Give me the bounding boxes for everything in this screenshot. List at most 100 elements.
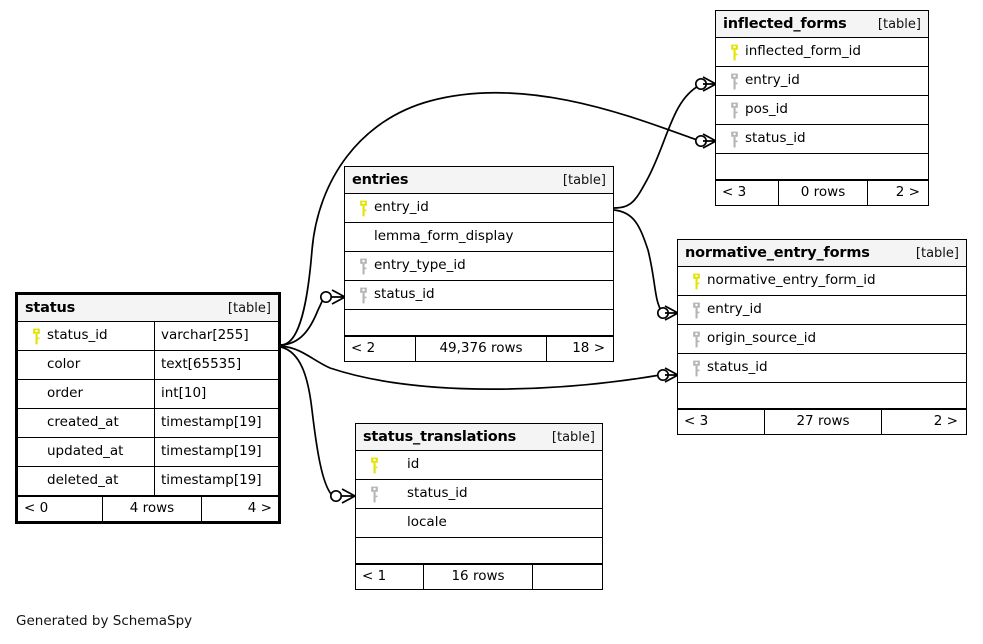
table-entries[interactable]: entries [table] entry_id lemma_form_disp… bbox=[344, 166, 614, 362]
table-header-status: status [table] bbox=[18, 295, 278, 322]
table-footer-status: < 0 4 rows 4 > bbox=[18, 496, 278, 521]
table-header-inflected-forms: inflected_forms [table] bbox=[716, 11, 928, 38]
table-row[interactable]: lemma_form_display bbox=[345, 223, 613, 252]
table-kind-label: [table] bbox=[877, 16, 921, 32]
table-row[interactable]: status_id bbox=[345, 281, 613, 310]
table-header-entries: entries [table] bbox=[345, 167, 613, 194]
column-type: timestamp[19] bbox=[154, 467, 278, 495]
column-name: color bbox=[47, 358, 81, 372]
table-footer-entries: < 2 49,376 rows 18 > bbox=[345, 336, 613, 361]
column-name: entry_type_id bbox=[374, 257, 466, 274]
edge-endpoint-circle bbox=[656, 368, 670, 382]
column-type: timestamp[19] bbox=[154, 409, 278, 437]
table-row[interactable]: deleted_at timestamp[19] bbox=[18, 467, 278, 496]
table-more-columns-row: ... bbox=[356, 538, 602, 564]
foreign-key-icon bbox=[723, 73, 745, 90]
table-row[interactable]: entry_id bbox=[678, 296, 966, 325]
foreign-key-icon bbox=[723, 131, 745, 148]
column-name: id bbox=[407, 456, 420, 473]
edge-status-to-status-translations bbox=[280, 346, 332, 495]
table-row[interactable]: status_id varchar[255] bbox=[18, 322, 278, 351]
column-name: origin_source_id bbox=[707, 330, 817, 347]
table-header-status-translations: status_translations [table] bbox=[356, 424, 602, 451]
table-title: normative_entry_forms bbox=[685, 244, 870, 261]
table-header-normative-entry-forms: normative_entry_forms [table] bbox=[678, 240, 966, 267]
table-row[interactable]: inflected_form_id bbox=[716, 38, 928, 67]
table-row[interactable]: entry_id bbox=[716, 67, 928, 96]
table-footer-normative-entry-forms: < 3 27 rows 2 > bbox=[678, 409, 966, 434]
footer-parent-count[interactable]: < 0 bbox=[24, 500, 49, 517]
table-title: entries bbox=[352, 171, 409, 188]
edge-endpoint-circle bbox=[694, 77, 708, 91]
column-name: pos_id bbox=[745, 101, 788, 118]
table-row[interactable]: order int[10] bbox=[18, 380, 278, 409]
table-row[interactable]: status_id bbox=[356, 480, 602, 509]
table-status[interactable]: status [table] status_id varchar[255] co… bbox=[15, 292, 281, 524]
table-row[interactable]: entry_id bbox=[345, 194, 613, 223]
foreign-key-icon bbox=[685, 331, 707, 348]
table-row[interactable]: status_id bbox=[678, 354, 966, 383]
table-row[interactable]: status_id bbox=[716, 125, 928, 154]
column-name: entry_id bbox=[745, 72, 800, 89]
edge-endpoint-circle bbox=[694, 134, 708, 148]
footer-parent-count[interactable]: < 3 bbox=[684, 413, 709, 430]
table-inflected-forms[interactable]: inflected_forms [table] inflected_form_i… bbox=[715, 10, 929, 206]
table-row[interactable]: pos_id bbox=[716, 96, 928, 125]
footer-child-count[interactable] bbox=[533, 565, 600, 589]
ellipsis-label: ... bbox=[351, 318, 368, 327]
primary-key-icon bbox=[723, 44, 745, 61]
table-normative-entry-forms[interactable]: normative_entry_forms [table] normative_… bbox=[677, 239, 967, 435]
column-name: locale bbox=[407, 516, 447, 530]
table-row[interactable]: id bbox=[356, 451, 602, 480]
table-row[interactable]: entry_type_id bbox=[345, 252, 613, 281]
footer-parent-count[interactable]: < 1 bbox=[362, 568, 387, 585]
column-name: order bbox=[47, 387, 83, 401]
column-name: normative_entry_form_id bbox=[707, 272, 876, 289]
column-name: status_id bbox=[407, 485, 468, 502]
table-row[interactable]: created_at timestamp[19] bbox=[18, 409, 278, 438]
table-row[interactable]: origin_source_id bbox=[678, 325, 966, 354]
footer-parent-count[interactable]: < 2 bbox=[351, 340, 376, 357]
column-name: status_id bbox=[707, 359, 768, 376]
column-name: status_id bbox=[374, 286, 435, 303]
footer-child-count[interactable]: 18 > bbox=[572, 340, 605, 357]
table-more-columns-row: ... bbox=[716, 154, 928, 180]
column-name: entry_id bbox=[707, 301, 762, 318]
edge-status-to-entries bbox=[280, 297, 326, 346]
footer-child-count[interactable]: 2 > bbox=[895, 184, 920, 201]
footer-child-count[interactable]: 4 > bbox=[247, 500, 272, 517]
primary-key-icon bbox=[363, 457, 385, 474]
foreign-key-icon bbox=[685, 302, 707, 319]
table-row[interactable]: normative_entry_form_id bbox=[678, 267, 966, 296]
column-name: status_id bbox=[745, 130, 806, 147]
table-more-columns-row: ... bbox=[345, 310, 613, 336]
table-status-translations[interactable]: status_translations [table] id status_id… bbox=[355, 423, 603, 590]
column-name: entry_id bbox=[374, 199, 429, 216]
footer-child-count[interactable]: 2 > bbox=[933, 413, 958, 430]
footer-parent-count[interactable]: < 3 bbox=[722, 184, 747, 201]
table-row[interactable]: color text[65535] bbox=[18, 351, 278, 380]
foreign-key-icon bbox=[363, 486, 385, 503]
column-type: text[65535] bbox=[154, 351, 278, 379]
column-type: int[10] bbox=[154, 380, 278, 408]
primary-key-icon bbox=[25, 328, 47, 345]
foreign-key-icon bbox=[723, 102, 745, 119]
table-row[interactable]: updated_at timestamp[19] bbox=[18, 438, 278, 467]
edge-endpoint-circle bbox=[656, 306, 670, 320]
table-footer-status-translations: < 1 16 rows bbox=[356, 564, 602, 589]
table-row[interactable]: locale bbox=[356, 509, 602, 538]
footer-row-count: 0 rows bbox=[778, 181, 868, 205]
footer-row-count: 27 rows bbox=[764, 410, 882, 434]
table-kind-label: [table] bbox=[562, 172, 606, 188]
column-name: inflected_form_id bbox=[745, 43, 862, 60]
table-title: status_translations bbox=[363, 428, 517, 445]
edge-entries-to-normative-entry-forms bbox=[613, 209, 663, 313]
table-title: status bbox=[25, 299, 76, 316]
edge-endpoint-circle bbox=[319, 290, 333, 304]
table-kind-label: [table] bbox=[915, 245, 959, 261]
column-name: updated_at bbox=[47, 445, 124, 459]
generated-by-label: Generated by SchemaSpy bbox=[16, 613, 193, 629]
column-name: deleted_at bbox=[47, 474, 119, 488]
edge-entries-to-inflected-forms bbox=[613, 84, 701, 209]
